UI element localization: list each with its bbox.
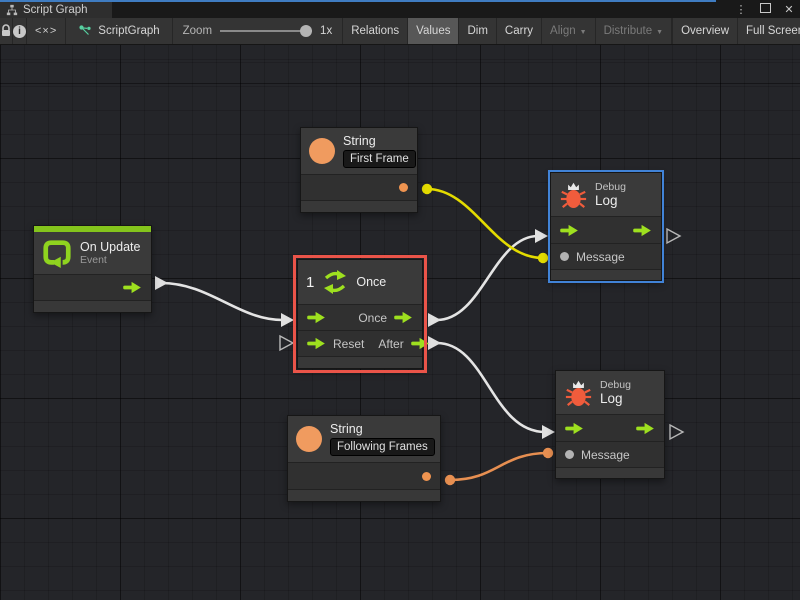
maximize-glyph <box>759 3 771 13</box>
value-out-port[interactable] <box>399 183 408 192</box>
node-debug-log-top[interactable]: Debug Log Message <box>548 170 664 283</box>
string-literal-icon <box>309 138 335 164</box>
distribute-label: Distribute <box>603 25 653 37</box>
port-label-once: Once <box>358 310 387 325</box>
carry-label: Carry <box>504 25 534 37</box>
node-string-first-frame[interactable]: String First Frame <box>300 127 418 213</box>
chevron-down-icon: ▼ <box>656 28 664 36</box>
overview-label: Overview <box>681 25 730 37</box>
zoom-slider-track <box>220 30 313 32</box>
loop-event-icon <box>43 240 71 268</box>
graph-tab-icon <box>6 4 18 16</box>
flow-out-port[interactable] <box>636 422 655 435</box>
lock-button[interactable] <box>0 18 13 44</box>
string-value-input[interactable]: First Frame <box>343 150 416 168</box>
string-literal-icon <box>296 426 322 452</box>
message-in-port[interactable] <box>560 252 569 261</box>
zoom-label: Zoom <box>182 25 213 37</box>
debug-bug-icon <box>565 380 592 406</box>
values-button[interactable]: Values <box>408 18 460 44</box>
flow-out-port[interactable] <box>123 281 142 294</box>
code-icon: <×> <box>35 25 58 37</box>
node-kicker: Debug <box>600 379 631 391</box>
string-value-input[interactable]: Following Frames <box>330 438 435 456</box>
node-footer <box>551 269 661 280</box>
debug-bug-icon <box>560 182 587 208</box>
graph-breadcrumb-label: ScriptGraph <box>98 25 160 37</box>
dim-button[interactable]: Dim <box>459 18 497 44</box>
port-label-message: Message <box>581 447 630 462</box>
flow-out-port[interactable] <box>633 224 652 237</box>
port-label-reset: Reset <box>333 336 365 351</box>
distribute-button[interactable]: Distribute▼ <box>596 18 673 44</box>
graph-breadcrumb[interactable]: ScriptGraph <box>66 18 173 44</box>
flow-out-port-once[interactable] <box>394 311 413 324</box>
zoom-value: 1x <box>320 25 333 37</box>
flow-out-port-after[interactable] <box>410 337 430 350</box>
relations-button[interactable]: Relations <box>343 18 409 44</box>
node-subtitle: Event <box>80 254 107 266</box>
fullscreen-button[interactable]: Full Screen <box>738 18 800 44</box>
zoom-control: Zoom 1x <box>173 18 344 44</box>
node-title: Log <box>595 193 618 208</box>
flow-in-port-reset[interactable] <box>307 337 326 350</box>
once-cycle-icon <box>324 270 347 294</box>
node-footer <box>298 356 422 368</box>
more-icon[interactable]: ⋮ <box>735 4 747 16</box>
info-icon: i <box>13 24 26 38</box>
once-count-badge: 1 <box>306 273 315 291</box>
node-title: On Update <box>80 240 141 254</box>
flow-in-port[interactable] <box>307 311 326 324</box>
node-string-following-frames[interactable]: String Following Frames <box>287 415 441 502</box>
inspect-button[interactable]: i <box>13 18 27 44</box>
node-kicker: Debug <box>595 181 626 193</box>
align-label: Align <box>550 25 576 37</box>
node-debug-log-bottom[interactable]: Debug Log Message <box>555 370 665 479</box>
tab-label: Script Graph <box>23 4 88 16</box>
node-once[interactable]: 1 Once Once Reset After <box>293 255 429 373</box>
node-title: String <box>343 134 376 148</box>
title-bar: Script Graph ⋮ ✕ <box>0 0 800 18</box>
node-footer <box>556 467 664 478</box>
dim-label: Dim <box>467 25 488 37</box>
node-title: Log <box>600 391 623 406</box>
close-icon[interactable]: ✕ <box>784 4 794 16</box>
event-accent-bar <box>34 226 151 232</box>
node-title: String <box>330 422 363 436</box>
relations-label: Relations <box>351 25 400 37</box>
flow-in-port[interactable] <box>560 224 579 237</box>
graph-toolbar: i <×> ScriptGraph Zoom 1x Relations Valu… <box>0 18 800 45</box>
focus-indicator <box>0 0 716 2</box>
node-footer <box>301 200 417 212</box>
value-out-port[interactable] <box>422 471 431 481</box>
overview-button[interactable]: Overview <box>673 18 739 44</box>
maximize-icon[interactable] <box>758 3 772 17</box>
window-controls: ⋮ ✕ <box>734 2 796 18</box>
lock-icon <box>2 24 10 36</box>
edit-code-button[interactable]: <×> <box>27 18 67 44</box>
zoom-slider[interactable] <box>220 25 313 37</box>
port-label-after: After <box>378 336 404 351</box>
port-label-message: Message <box>576 249 625 264</box>
tab-script-graph[interactable]: Script Graph <box>0 2 112 18</box>
zoom-slider-handle[interactable] <box>299 25 312 37</box>
fullscreen-label: Full Screen <box>746 25 800 37</box>
toolbar-gap <box>672 18 674 44</box>
node-footer <box>34 300 151 312</box>
carry-button[interactable]: Carry <box>497 18 543 44</box>
values-label: Values <box>416 25 451 37</box>
flow-in-port[interactable] <box>565 422 584 435</box>
node-on-update[interactable]: On Update Event <box>33 225 152 313</box>
message-in-port[interactable] <box>565 450 574 459</box>
node-footer <box>288 489 440 501</box>
align-button[interactable]: Align▼ <box>542 18 596 44</box>
script-graph-icon <box>79 25 91 35</box>
node-title: Once <box>356 275 387 289</box>
chevron-down-icon: ▼ <box>579 28 587 36</box>
